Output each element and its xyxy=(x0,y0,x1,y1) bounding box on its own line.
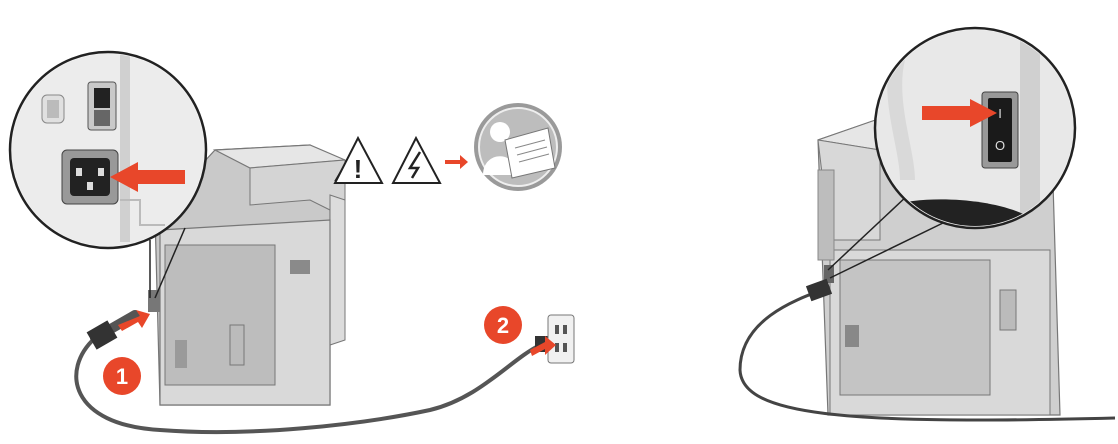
step-2-label: 2 xyxy=(497,313,509,338)
electrical-hazard-triangle-icon xyxy=(393,138,440,183)
step-badge-1: 1 xyxy=(103,357,141,395)
left-scene: 1 2 ! xyxy=(0,0,600,444)
wall-outlet xyxy=(548,315,574,363)
power-cord-connection-illustration: 1 2 ! xyxy=(0,0,600,444)
step-1-label: 1 xyxy=(116,364,128,389)
read-manual-icon xyxy=(474,103,562,191)
power-switch-illustration: I O xyxy=(700,0,1118,444)
switch-on-mark: I xyxy=(998,106,1002,121)
right-scene: I O xyxy=(700,0,1118,444)
switch-off-mark: O xyxy=(995,138,1005,153)
step-badge-2: 2 xyxy=(484,306,522,344)
caution-symbol: ! xyxy=(354,154,363,184)
arrow-to-manual-icon xyxy=(445,155,468,169)
